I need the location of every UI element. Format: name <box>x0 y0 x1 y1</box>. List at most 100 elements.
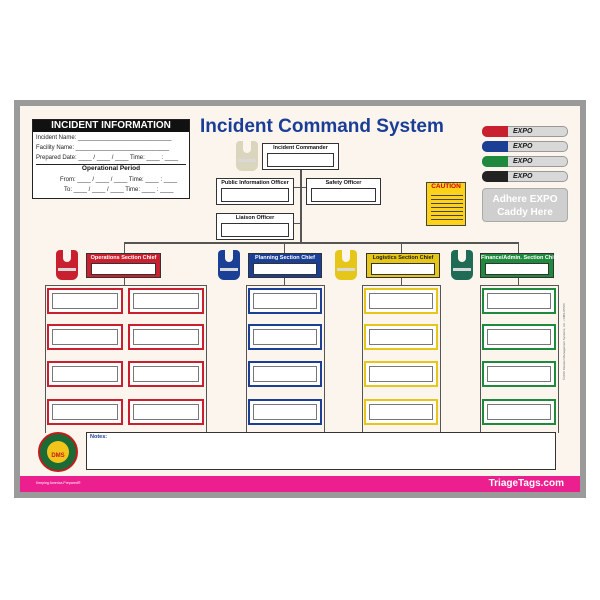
incident-commander-label: Incident Commander <box>273 145 328 151</box>
finance-admin-section-chief-stem-line <box>518 278 520 286</box>
notes-area[interactable]: Notes: <box>86 432 556 470</box>
pio-slot[interactable] <box>221 188 289 202</box>
footer-bar <box>20 476 580 492</box>
facility-name-field[interactable]: Facility Name: _________________________… <box>36 145 170 151</box>
logistics-section-chief-bracket-left <box>362 285 363 433</box>
logistics-section-chief-slot[interactable] <box>371 263 435 275</box>
period-to-field[interactable]: To: ____ / ____ / ____ Time: ____ : ____ <box>64 187 174 193</box>
dms-logo-text: DMS <box>51 453 65 459</box>
operational-period-heading: Operational Period <box>81 165 141 172</box>
logistics-section-chief-label: Logistics Section Chief <box>372 255 434 261</box>
caddy-placement-label: Adhere EXPO Caddy Here <box>482 188 568 222</box>
finance-admin-section-chief-unit-slot[interactable] <box>482 399 556 425</box>
dms-logo: DMS <box>38 432 78 472</box>
operations-section-chief-stem-line <box>124 278 126 286</box>
operations-section-chief-unit-slot[interactable] <box>47 324 123 350</box>
operations-section-chief-unit-slot[interactable] <box>128 324 204 350</box>
marker-cap-icon <box>482 171 509 183</box>
planning-section-chief-stem-line <box>284 278 286 286</box>
logistics-section-chief-unit-slot[interactable] <box>364 399 438 425</box>
incident-information-heading: INCIDENT INFORMATION <box>33 120 189 132</box>
operations-section-chief-unit-slot[interactable] <box>128 361 204 387</box>
logistics-section-chief-drop-line <box>401 242 403 253</box>
caution-text-line <box>431 219 463 220</box>
caution-text-line <box>431 195 463 196</box>
finance-admin-section-chief-slot[interactable] <box>485 263 549 275</box>
board-title: Incident Command System <box>200 116 444 137</box>
operations-vest-icon <box>56 250 78 280</box>
finance-admin-section-chief-unit-slot[interactable] <box>482 288 556 314</box>
expo-marker-1[interactable]: EXPO <box>482 126 568 138</box>
planning-section-chief-header: Planning Section Chief <box>248 253 322 278</box>
safety-officer-label: Safety Officer <box>325 180 362 186</box>
caution-text-line <box>431 211 463 212</box>
marker-brand-label: EXPO <box>513 128 533 135</box>
finance-admin-section-chief-bracket-left <box>480 285 481 433</box>
section-bus-line <box>124 242 518 244</box>
marker-brand-label: EXPO <box>513 158 533 165</box>
operations-section-chief-bracket-left <box>45 285 46 433</box>
safety-officer-slot[interactable] <box>311 188 376 202</box>
planning-section-chief-unit-slot[interactable] <box>248 288 322 314</box>
marker-cap-icon <box>482 156 509 168</box>
marker-cap-icon <box>482 126 509 138</box>
finance-admin-section-chief-label: Finance/Admin. Section Chief <box>481 255 559 261</box>
liaison-officer-slot[interactable] <box>221 223 289 237</box>
planning-section-chief-unit-slot[interactable] <box>248 399 322 425</box>
operations-section-chief-label: Operations Section Chief <box>90 255 157 261</box>
pio-box: Public Information Officer <box>216 178 294 205</box>
finance-vest-icon <box>451 250 473 280</box>
planning-section-chief-bracket-left <box>246 285 247 433</box>
expo-marker-2[interactable]: EXPO <box>482 141 568 153</box>
logistics-section-chief-unit-slot[interactable] <box>364 324 438 350</box>
caution-text-line <box>431 215 463 216</box>
marker-brand-label: EXPO <box>513 173 533 180</box>
expo-marker-4[interactable]: EXPO <box>482 171 568 183</box>
finance-admin-section-chief-drop-line <box>518 242 520 253</box>
operations-section-chief-unit-slot[interactable] <box>47 288 123 314</box>
marker-cap-icon <box>482 141 509 153</box>
planning-section-chief-unit-slot[interactable] <box>248 361 322 387</box>
dms-logo-center: DMS <box>47 441 69 463</box>
website-link[interactable]: TriageTags.com <box>488 478 564 489</box>
caution-text-line <box>431 203 463 204</box>
logistics-section-chief-header: Logistics Section Chief <box>366 253 440 278</box>
incident-info-divider <box>36 164 186 165</box>
incident-name-field[interactable]: Incident Name: _________________________… <box>36 135 172 141</box>
logistics-section-chief-unit-slot[interactable] <box>364 361 438 387</box>
incident-commander-slot[interactable] <box>267 153 334 167</box>
tagline: Keeping America Prepared® <box>36 481 81 485</box>
command-vest-icon <box>236 141 258 171</box>
operations-section-chief-unit-slot[interactable] <box>47 361 123 387</box>
fineprint: ©2015 Disaster Management Systems, Inc. … <box>562 303 566 380</box>
logistics-section-chief-stem-line <box>401 278 403 286</box>
expo-marker-3[interactable]: EXPO <box>482 156 568 168</box>
finance-admin-section-chief-bracket-right <box>558 285 559 433</box>
operations-section-chief-bracket-top <box>45 285 206 286</box>
caution-text-line <box>431 207 463 208</box>
safety-officer-box: Safety Officer <box>306 178 381 205</box>
planning-section-chief-bracket-right <box>324 285 325 433</box>
logistics-section-chief-bracket-right <box>440 285 441 433</box>
operations-section-chief-header: Operations Section Chief <box>86 253 161 278</box>
operations-section-chief-unit-slot[interactable] <box>128 288 204 314</box>
finance-admin-section-chief-unit-slot[interactable] <box>482 361 556 387</box>
command-connector <box>300 170 302 242</box>
finance-admin-section-chief-unit-slot[interactable] <box>482 324 556 350</box>
planning-section-chief-label: Planning Section Chief <box>255 255 315 261</box>
period-from-field[interactable]: From: ____ / ____ / ____ Time: ____ : __… <box>60 177 178 183</box>
caution-label: CAUTION <box>426 182 466 226</box>
finance-admin-section-chief-bracket-top <box>480 285 558 286</box>
planning-section-chief-unit-slot[interactable] <box>248 324 322 350</box>
planning-vest-icon <box>218 250 240 280</box>
prepared-date-field[interactable]: Prepared Date: ____ / ____ / ____ Time: … <box>36 155 179 161</box>
notes-label: Notes: <box>90 434 108 440</box>
operations-section-chief-slot[interactable] <box>91 263 156 275</box>
marker-brand-label: EXPO <box>513 143 533 150</box>
logistics-section-chief-unit-slot[interactable] <box>364 288 438 314</box>
operations-section-chief-unit-slot[interactable] <box>128 399 204 425</box>
operations-section-chief-unit-slot[interactable] <box>47 399 123 425</box>
planning-section-chief-slot[interactable] <box>253 263 317 275</box>
planning-section-chief-drop-line <box>284 242 286 253</box>
operations-section-chief-bracket-right <box>206 285 207 433</box>
